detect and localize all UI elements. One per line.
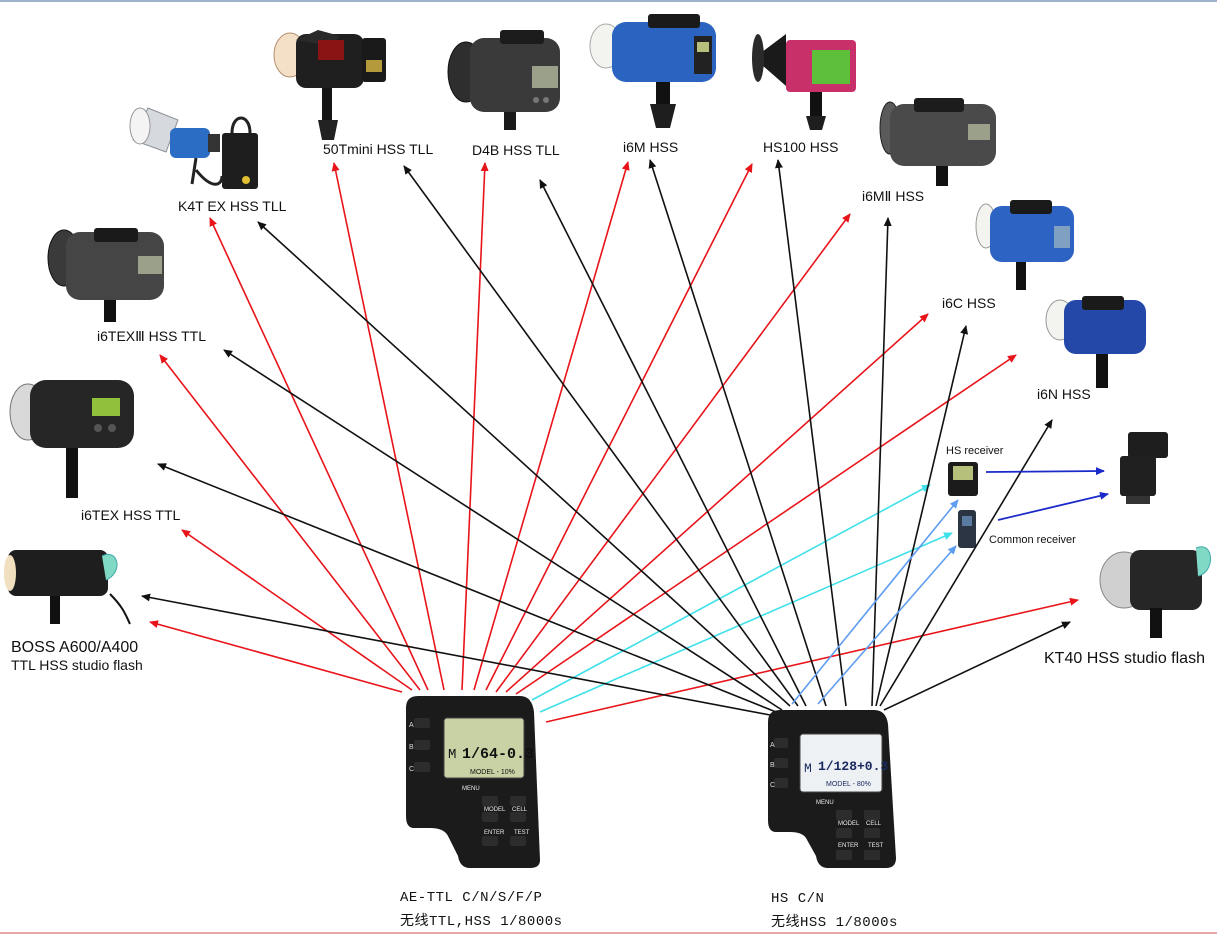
link-left-to-i6m	[473, 161, 630, 691]
right-side-a: A	[770, 742, 775, 749]
label-i6c: i6C HSS	[942, 295, 996, 311]
link-right-to-kt40	[883, 621, 1071, 711]
right-lcd-main: 1/128+0.3	[818, 759, 888, 774]
right-key-model: MODEL	[838, 821, 860, 827]
left-lcd-main: 1/64-0.3	[462, 746, 534, 763]
label-boss-title: BOSS A600/A400	[11, 639, 139, 656]
right-lcd-model: MODEL - 80%	[826, 781, 871, 788]
link-left-to-boss	[149, 620, 403, 693]
i6m2-flash-image	[879, 98, 996, 186]
hs100-flash-image	[752, 34, 856, 130]
i6tex-flash-image	[9, 380, 134, 498]
label-50tmini: 50Tmini HSS TLL	[323, 141, 434, 157]
link-left-to-i6tex3	[159, 354, 421, 691]
left-key-model: MODEL	[484, 807, 506, 813]
label-i6tex3: i6TEXⅢ HSS TTL	[97, 328, 206, 344]
bottom-border	[0, 932, 1217, 934]
left-trigger-device: M 1/64-0.3 MODEL - 10%	[406, 696, 540, 868]
left-key-cell: CELL	[512, 807, 528, 813]
right-trigger-side-labels: A B C	[770, 742, 775, 789]
link-left-to-hs100	[485, 163, 753, 691]
left-lcd-model: MODEL - 10%	[470, 769, 515, 776]
link-right-to-hs100	[775, 159, 847, 707]
label-common-receiver: Common receiver	[989, 534, 1076, 546]
common-receiver-links	[791, 499, 959, 705]
left-key-menu: MENU	[462, 786, 480, 792]
link-right-to-boss	[141, 593, 771, 716]
left-side-a: A	[409, 722, 414, 729]
link-right-to-50tmini	[403, 165, 799, 707]
left-key-test: TEST	[514, 830, 530, 836]
label-left-trigger-modes: AE-TTL C/N/S/F/P	[400, 890, 543, 906]
link-left-to-d4b	[461, 162, 489, 691]
boss-flash-image	[4, 550, 131, 625]
top-border	[0, 0, 1217, 2]
label-k4t: K4T EX HSS TLL	[178, 198, 287, 214]
hs-receiver-image	[948, 462, 978, 496]
link-left-to-hs-receiver-1	[531, 484, 931, 701]
right-trigger-device: M 1/128+0.3 MODEL - 80%	[768, 710, 896, 868]
label-i6tex: i6TEX HSS TTL	[81, 507, 181, 523]
d4b-flash-image	[447, 30, 560, 130]
label-d4b: D4B HSS TLL	[472, 142, 560, 158]
left-side-b: B	[409, 744, 414, 751]
link-right-to-i6m	[648, 159, 827, 707]
label-kt40: KT40 HSS studio flash	[1044, 650, 1205, 667]
ttl-links	[149, 161, 1079, 723]
label-right-trigger-modes: HS C/N	[771, 891, 825, 907]
label-i6m: i6M HSS	[623, 139, 679, 155]
right-key-enter: ENTER	[838, 843, 859, 849]
link-left-to-i6m2	[495, 213, 851, 693]
right-key-menu: MENU	[816, 800, 834, 806]
left-lcd-mode: M	[448, 747, 456, 763]
50tmini-flash-image	[273, 30, 386, 140]
label-hs-receiver: HS receiver	[946, 445, 1004, 457]
label-i6n: i6N HSS	[1037, 386, 1091, 402]
right-side-c: C	[770, 782, 775, 789]
left-key-enter: ENTER	[484, 830, 505, 836]
i6tex3-flash-image	[47, 228, 164, 322]
label-boss-subtitle: TTL HSS studio flash	[11, 657, 143, 673]
link-right-to-i6n	[879, 419, 1053, 707]
left-trigger-side-labels: A B C	[409, 722, 414, 773]
i6m-flash-image	[589, 14, 716, 128]
kt40-flash-image	[1099, 546, 1211, 638]
left-trigger-keys: MENU MODEL CELL ENTER TEST	[462, 786, 530, 836]
label-right-trigger-spec: 无线HSS 1/8000s	[771, 915, 898, 931]
link-hs-receiver-to-speedlight	[985, 467, 1105, 476]
link-left-to-i6tex	[181, 529, 413, 691]
right-key-test: TEST	[868, 843, 884, 849]
link-right-to-i6c	[875, 325, 969, 707]
i6c-flash-image	[975, 200, 1074, 290]
k4t-flash-image	[129, 107, 258, 189]
link-right-to-k4t	[257, 221, 791, 707]
hss-links	[141, 159, 1071, 716]
label-left-trigger-spec: 无线TTL,HSS 1/8000s	[400, 914, 563, 930]
link-left-to-i6c	[505, 313, 929, 693]
link-left-to-50tmini	[331, 162, 445, 691]
link-left-to-i6n	[515, 354, 1017, 695]
left-side-c: C	[409, 766, 414, 773]
right-lcd-mode: M	[804, 761, 812, 776]
link-right-to-i6tex	[157, 463, 777, 713]
link-common-receiver-to-speedlight	[997, 491, 1109, 521]
link-right-to-common-receiver	[817, 545, 957, 705]
i6n-flash-image	[1045, 296, 1146, 388]
right-side-b: B	[770, 762, 775, 769]
speedlight-links	[985, 467, 1109, 521]
label-hs100: HS100 HSS	[763, 139, 839, 155]
link-left-to-hs-receiver-2	[539, 532, 953, 713]
common-receiver-image	[958, 510, 976, 548]
label-i6m2: i6MⅡ HSS	[862, 188, 925, 204]
link-right-to-hs-receiver	[791, 499, 959, 705]
link-left-to-k4t	[209, 217, 429, 691]
link-right-to-i6tex3	[223, 349, 783, 711]
right-key-cell: CELL	[866, 821, 882, 827]
hs-receiver-links	[531, 484, 953, 713]
link-right-to-d4b	[539, 179, 807, 707]
speedlight-image	[1120, 432, 1168, 504]
right-trigger-keys: MENU MODEL CELL ENTER TEST	[816, 800, 884, 849]
link-right-to-i6m2	[871, 217, 892, 707]
